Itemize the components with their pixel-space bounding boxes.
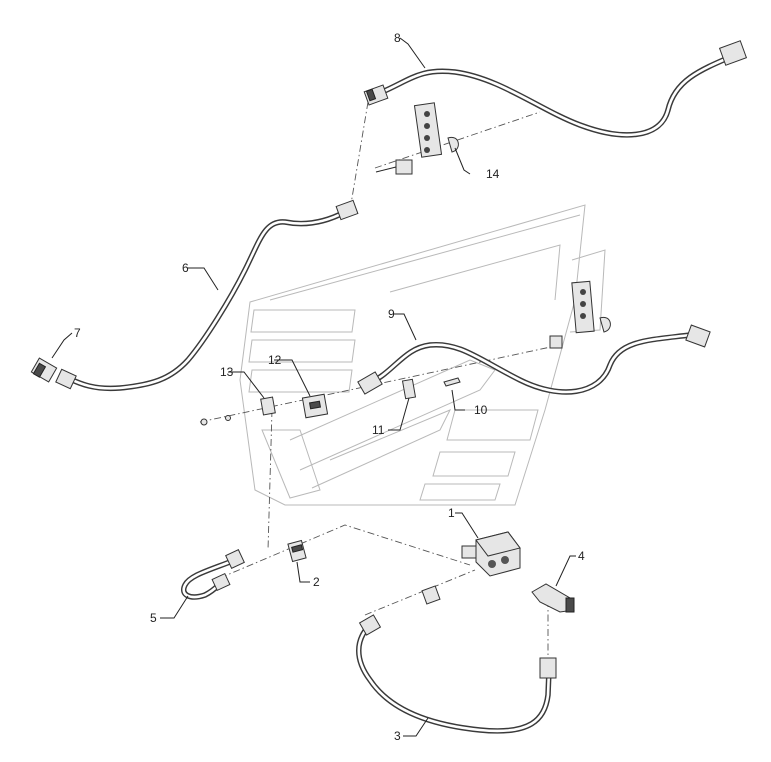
clamp-block-right (549, 280, 611, 349)
clip-parts (200, 377, 461, 426)
tube-3 (356, 614, 557, 734)
tube-8 (363, 40, 748, 138)
callout-labels: 8 14 6 7 9 13 12 10 11 1 2 5 3 4 (74, 31, 585, 743)
background-frame (239, 204, 606, 506)
fitting-2 (287, 539, 307, 563)
callout-3: 3 (394, 729, 401, 743)
callout-12: 12 (268, 353, 282, 367)
callout-1: 1 (448, 506, 455, 520)
fitting-center (421, 585, 441, 605)
leader-lines (51, 37, 576, 737)
callout-11: 11 (372, 423, 385, 437)
fitting-7 (30, 357, 58, 383)
callout-13: 13 (220, 365, 234, 379)
callout-7: 7 (74, 326, 81, 340)
callout-10: 10 (474, 403, 488, 417)
clamp-block-top (375, 102, 459, 175)
tube-5 (181, 549, 245, 600)
callout-14: 14 (486, 167, 500, 181)
tube-6 (55, 199, 359, 392)
valve-block-1 (461, 531, 521, 577)
callout-6: 6 (182, 261, 189, 275)
callout-5: 5 (150, 611, 157, 625)
callout-4: 4 (578, 549, 585, 563)
tube-9 (357, 324, 711, 395)
callout-8: 8 (394, 31, 401, 45)
callout-9: 9 (388, 307, 395, 321)
callout-2: 2 (313, 575, 320, 589)
elbow-fitting-4 (531, 583, 575, 613)
